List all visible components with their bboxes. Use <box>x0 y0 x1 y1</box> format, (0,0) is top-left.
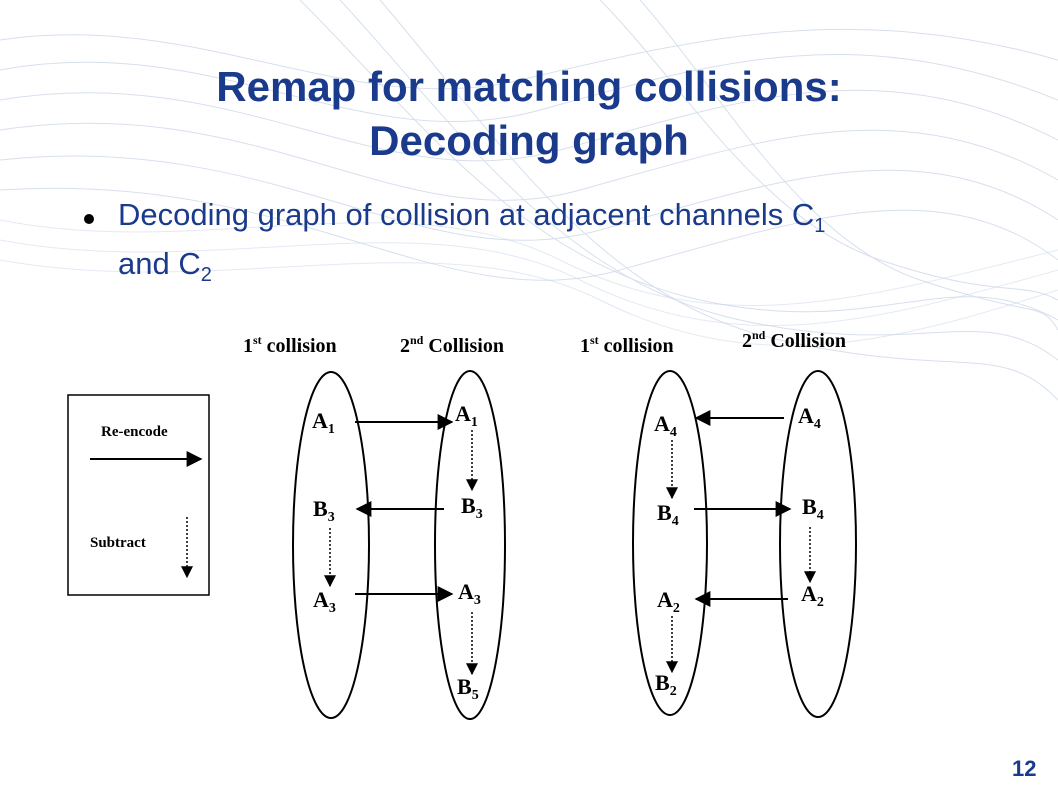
node-g2-left-a2-letter: A <box>657 587 673 612</box>
node-g2-right-b4-letter: B <box>802 494 817 519</box>
node-g2-left-a4-letter: A <box>654 411 670 436</box>
ellipse-g2-first <box>632 370 708 716</box>
node-g1-left-a3-sub: 3 <box>329 601 336 616</box>
header-2-sup: nd <box>410 333 424 347</box>
bullet-main-text: Decoding graph of collision at adjacent … <box>118 197 815 232</box>
node-g2-left-b4-sub: 4 <box>672 514 679 529</box>
bullet-sub1: 1 <box>814 215 826 238</box>
node-g1-right-a3-sub: 3 <box>474 593 481 608</box>
header-4-text: Collision <box>770 330 846 352</box>
header-1st-collision-b: 1st collision <box>580 333 674 357</box>
header-2-num: 2 <box>400 335 410 357</box>
header-1-sup: st <box>253 333 262 347</box>
node-g2-left-b4-letter: B <box>657 500 672 525</box>
bullet-and-text: and C <box>118 246 201 282</box>
node-g1-right-a1-letter: A <box>455 401 471 426</box>
legend-reencode-label: Re-encode <box>101 424 168 440</box>
header-1-text: collision <box>267 335 337 357</box>
page-title-line2: Decoding graph <box>369 117 689 164</box>
header-1st-collision-a: 1st collision <box>243 333 337 357</box>
node-g2-left-b2: B2 <box>655 670 677 699</box>
node-g2-left-a4-sub: 4 <box>670 425 677 440</box>
bullet-text: Decoding graph of collision at adjacent … <box>118 196 998 294</box>
header-4-sup: nd <box>752 328 766 342</box>
ellipse-g1-second <box>434 370 506 720</box>
node-g2-right-a2: A2 <box>801 581 824 610</box>
legend-box: Re-encode Subtract <box>67 394 210 596</box>
node-g1-right-b5-sub: 5 <box>472 688 479 703</box>
node-g2-right-a2-letter: A <box>801 581 817 606</box>
header-2nd-collision-a: 2nd Collision <box>400 333 504 357</box>
node-g2-right-b4-sub: 4 <box>817 508 824 523</box>
ellipse-g1-first <box>292 371 370 719</box>
node-g1-right-a1-sub: 1 <box>471 415 478 430</box>
node-g1-left-b3-letter: B <box>313 496 328 521</box>
bullet-icon <box>84 214 94 224</box>
node-g2-right-a4: A4 <box>798 403 821 432</box>
node-g1-right-b5: B5 <box>457 674 479 703</box>
header-3-text: collision <box>604 335 674 357</box>
node-g2-right-a4-sub: 4 <box>814 417 821 432</box>
ellipse-g2-second <box>779 370 857 718</box>
header-2nd-collision-b: 2nd Collision <box>742 328 846 352</box>
node-g2-left-b4: B4 <box>657 500 679 529</box>
node-g2-right-a4-letter: A <box>798 403 814 428</box>
node-g2-left-a2-sub: 2 <box>673 601 680 616</box>
node-g2-left-a4: A4 <box>654 411 677 440</box>
node-g1-right-a1: A1 <box>455 401 478 430</box>
node-g1-left-b3: B3 <box>313 496 335 525</box>
node-g2-left-b2-sub: 2 <box>670 684 677 699</box>
node-g2-right-a2-sub: 2 <box>817 595 824 610</box>
legend-frame <box>67 394 210 596</box>
bullet-sub2: 2 <box>200 264 212 287</box>
header-3-num: 1 <box>580 335 590 357</box>
slide-number: 12 <box>1012 756 1037 781</box>
node-g1-right-b3: B3 <box>461 493 483 522</box>
node-g2-right-b4: B4 <box>802 494 824 523</box>
node-g1-left-a1-letter: A <box>312 408 328 433</box>
node-g1-right-b5-letter: B <box>457 674 472 699</box>
node-g1-left-a3-letter: A <box>313 587 329 612</box>
header-3-sup: st <box>590 333 599 347</box>
node-g1-left-a1-sub: 1 <box>328 422 335 437</box>
header-2-text: Collision <box>428 335 504 357</box>
node-g1-right-b3-letter: B <box>461 493 476 518</box>
node-g2-left-b2-letter: B <box>655 670 670 695</box>
node-g1-left-b3-sub: 3 <box>328 510 335 525</box>
legend-subtract-label: Subtract <box>90 535 146 551</box>
header-4-num: 2 <box>742 330 752 352</box>
node-g1-right-a3-letter: A <box>458 579 474 604</box>
node-g1-right-a3: A3 <box>458 579 481 608</box>
node-g1-right-b3-sub: 3 <box>476 507 483 522</box>
node-g1-left-a1: A1 <box>312 408 335 437</box>
node-g1-left-a3: A3 <box>313 587 336 616</box>
header-1-num: 1 <box>243 335 253 357</box>
page-title-line1: Remap for matching collisions: <box>216 63 842 110</box>
node-g2-left-a2: A2 <box>657 587 680 616</box>
